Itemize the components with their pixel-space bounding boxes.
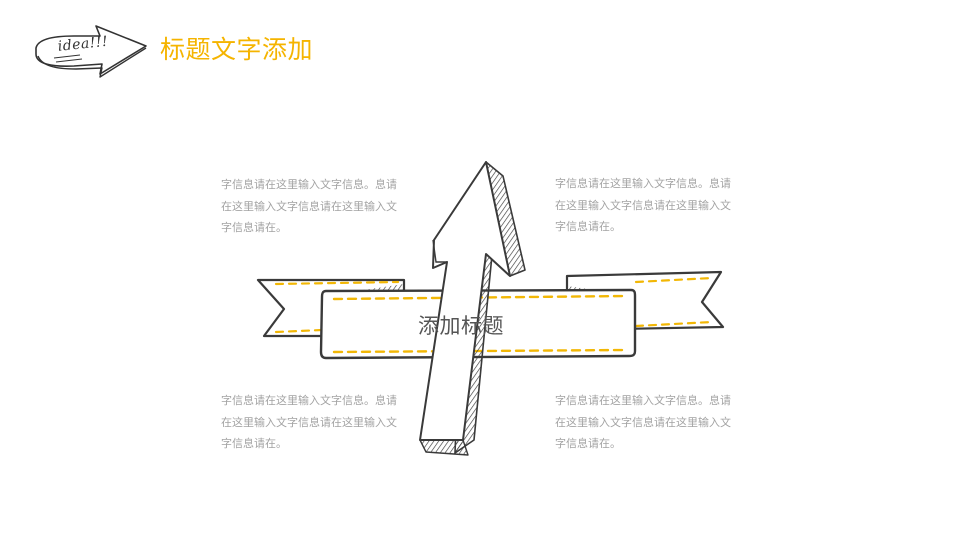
slide-title: 标题文字添加 <box>160 35 314 64</box>
idea-arrow-icon <box>35 25 147 78</box>
text-block-bottom-right: 字信息请在这里输入文字信息。息请在这里输入文字信息请在这里输入文字信息请在。 <box>555 394 731 450</box>
banner-label: 添加标题 <box>418 314 504 338</box>
text-block-top-right: 字信息请在这里输入文字信息。息请在这里输入文字信息请在这里输入文字信息请在。 <box>555 177 731 233</box>
text-block-top-left: 字信息请在这里输入文字信息。息请在这里输入文字信息请在这里输入文字信息请在。 <box>221 178 397 234</box>
text-block-bottom-left: 字信息请在这里输入文字信息。息请在这里输入文字信息请在这里输入文字信息请在。 <box>221 394 397 450</box>
